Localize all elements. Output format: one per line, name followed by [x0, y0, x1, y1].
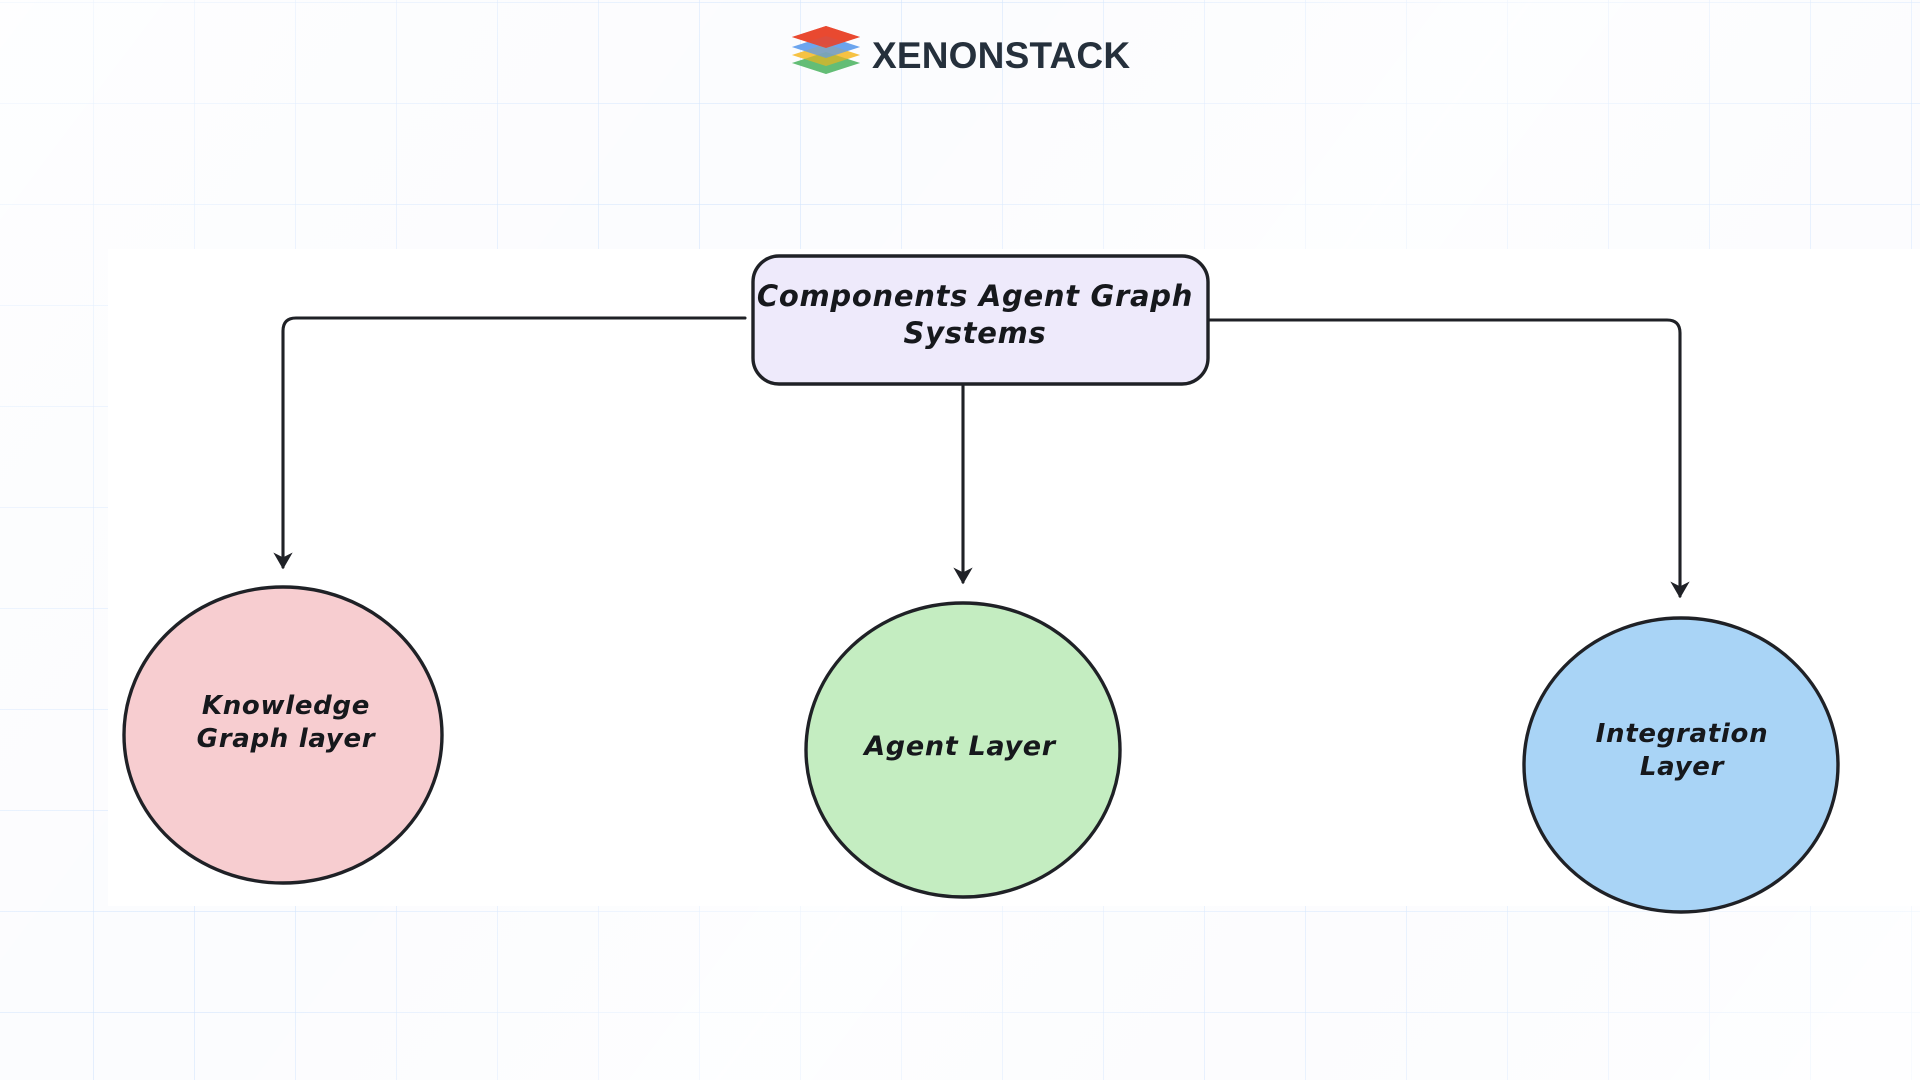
brand-header: XENONSTACK [790, 22, 1130, 88]
brand-name: XENONSTACK [872, 34, 1131, 76]
node-integration-layer[interactable] [1522, 616, 1840, 914]
stacked-layers-logo-icon [792, 26, 860, 74]
node-agent-layer[interactable] [804, 601, 1122, 899]
node-root[interactable] [751, 254, 1210, 386]
edge-root-to-integration-layer [1203, 318, 1690, 599]
node-knowledge-graph-layer[interactable] [122, 585, 444, 885]
edge-root-to-knowledge-graph-layer [273, 316, 747, 570]
